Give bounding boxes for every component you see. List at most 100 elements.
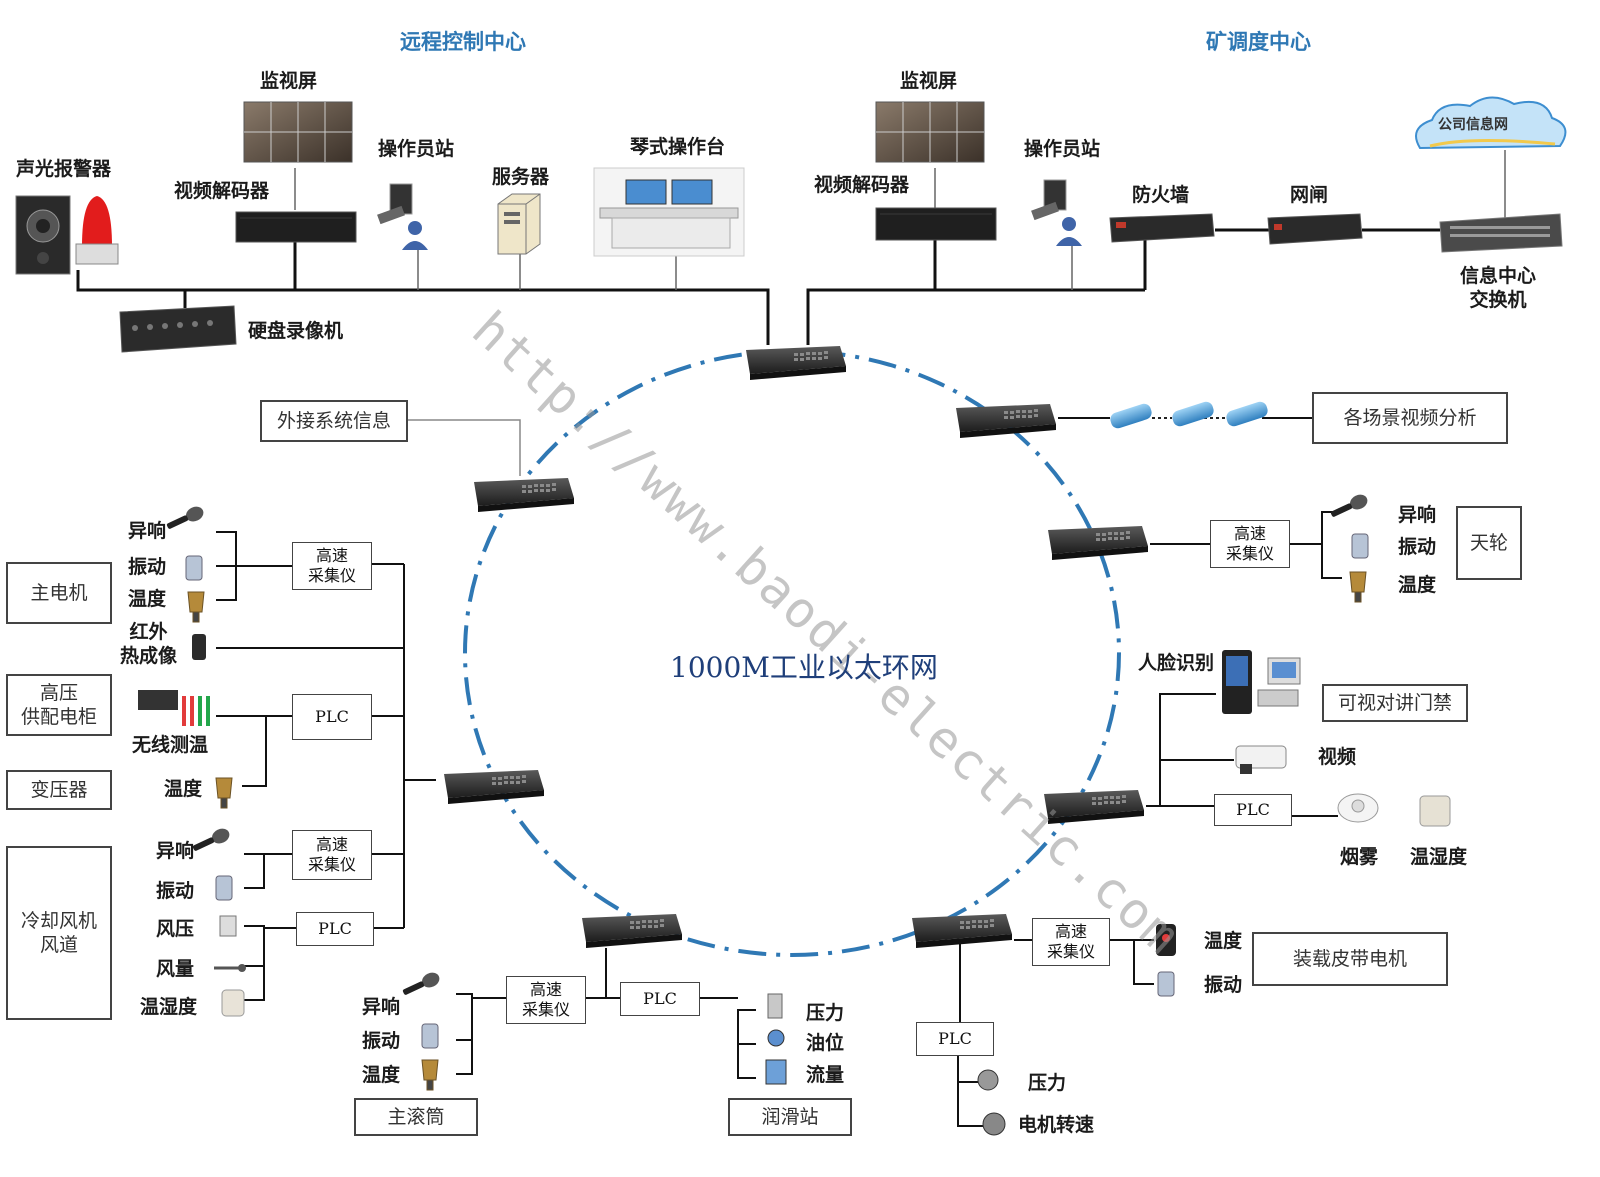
operator-right-icon — [1031, 179, 1082, 246]
pressure-sensor-icon — [767, 993, 783, 1019]
belt-temp: 温度 — [1204, 930, 1243, 952]
sheave-box: 天轮 — [1456, 506, 1522, 580]
external-system-box: 外接系统信息 — [260, 400, 408, 442]
ring-switch-video — [956, 404, 1056, 438]
motor-pressure-icon — [977, 1069, 999, 1091]
temperature-sensor-icon — [187, 571, 1367, 1091]
main-motor-temp: 温度 — [128, 588, 167, 610]
ring-switch-left — [444, 770, 544, 804]
drum-noise: 异响 — [362, 996, 401, 1018]
ring-switch-top — [746, 346, 846, 380]
ring-switch-drum — [582, 914, 682, 948]
motor-speed-icon — [982, 1112, 1006, 1136]
fan-air-pressure: 风压 — [156, 918, 195, 940]
fan-vibration: 振动 — [156, 880, 195, 902]
air-volume-icon — [214, 964, 246, 972]
infrared-label: 红外 热成像 — [120, 621, 178, 667]
ring-title: 1000M工业以太环网 — [670, 651, 938, 684]
lube-flow: 流量 — [806, 1064, 845, 1086]
temp-humidity-right-label: 温湿度 — [1410, 846, 1468, 868]
vibration-sensor-icon — [185, 533, 1369, 1049]
operator-right-label: 操作员站 — [1024, 138, 1101, 160]
hs-collector-main-motor: 高速 采集仪 — [292, 542, 372, 590]
server-label: 服务器 — [492, 166, 550, 188]
sheave-temp: 温度 — [1398, 574, 1437, 596]
info-center-switch-icon — [1439, 213, 1563, 253]
decoder-left-label: 视频解码器 — [174, 180, 270, 202]
alarm-light-icon — [82, 196, 112, 246]
fan-air-volume: 风量 — [156, 958, 195, 980]
video-analysis-box: 各场景视频分析 — [1312, 392, 1508, 444]
monitor-left-label: 监视屏 — [260, 70, 318, 92]
intercom-icon — [1257, 657, 1301, 707]
monitor-right-label: 监视屏 — [900, 70, 958, 92]
ring-switch-belt — [912, 914, 1012, 948]
drum-box: 主滚筒 — [354, 1098, 478, 1136]
motor-pressure: 压力 — [1028, 1072, 1067, 1094]
hs-collector-sheave: 高速 采集仪 — [1210, 520, 1290, 568]
fan-temp-humidity: 温湿度 — [140, 996, 198, 1018]
cloud-icon — [1415, 96, 1567, 150]
decoder-left-icon — [235, 211, 357, 243]
firewall-label: 防火墙 — [1132, 184, 1190, 206]
oil-level-icon — [767, 1029, 785, 1047]
alarm-label: 声光报警器 — [16, 158, 112, 180]
plc-lube: PLC — [620, 982, 700, 1016]
main-motor-vibration: 振动 — [128, 556, 167, 578]
remote-center-header: 远程控制中心 — [400, 30, 526, 54]
camera-icon — [1110, 401, 1268, 429]
lube-pressure: 压力 — [806, 1002, 845, 1024]
face-recognition-label: 人脸识别 — [1138, 652, 1215, 674]
motor-speed: 电机转速 — [1018, 1114, 1095, 1136]
firewall-icon — [1109, 213, 1215, 243]
decoder-right-icon — [875, 207, 997, 241]
mine-center-header: 矿调度中心 — [1206, 30, 1311, 54]
operator-left-icon — [377, 183, 428, 250]
operator-left-label: 操作员站 — [378, 138, 455, 160]
belt-vibration: 振动 — [1204, 974, 1243, 996]
cooling-fan-box: 冷却风机 风道 — [6, 846, 112, 1020]
flow-meter-icon — [765, 1059, 787, 1085]
plc-fan: PLC — [296, 912, 374, 946]
gatekeeper-label: 网闸 — [1290, 184, 1329, 206]
lube-station-box: 润滑站 — [728, 1098, 852, 1136]
humidity-sensor-icon — [221, 989, 245, 1017]
decoder-right-label: 视频解码器 — [814, 174, 910, 196]
nvr-icon — [119, 305, 237, 353]
sheave-vibration: 振动 — [1398, 536, 1437, 558]
smoke-detector-icon — [1337, 793, 1379, 823]
ring-switch-sheave — [1048, 526, 1148, 560]
main-motor-noise: 异响 — [128, 520, 167, 542]
transformer-box: 变压器 — [6, 770, 112, 810]
belt-motor-box: 装载皮带电机 — [1252, 932, 1448, 986]
bullet-camera-icon — [1235, 745, 1287, 774]
cloud-label: 公司信息网 — [1438, 117, 1508, 133]
wireless-temp-icon — [138, 690, 210, 726]
info-switch-label: 信息中心 交换机 — [1460, 265, 1537, 311]
sheave-noise: 异响 — [1398, 504, 1437, 526]
temp-humidity-right-icon — [1419, 795, 1451, 827]
video-label: 视频 — [1318, 746, 1357, 768]
drum-temp: 温度 — [362, 1064, 401, 1086]
plc-motor: PLC — [916, 1022, 994, 1056]
lube-oil-level: 油位 — [806, 1032, 845, 1054]
console-icon — [593, 167, 745, 257]
hs-collector-belt: 高速 采集仪 — [1032, 918, 1110, 966]
ring-switch-external — [474, 478, 574, 512]
smoke-label: 烟雾 — [1340, 846, 1379, 868]
hs-collector-drum: 高速 采集仪 — [506, 976, 586, 1024]
air-pressure-icon — [219, 915, 237, 937]
hs-collector-fan: 高速 采集仪 — [292, 830, 372, 880]
hv-cabinet-box: 高压 供配电柜 — [6, 674, 112, 736]
microphone-icon — [166, 494, 1368, 995]
drum-vibration: 振动 — [362, 1030, 401, 1052]
transformer-temp: 温度 — [164, 778, 203, 800]
console-label: 琴式操作台 — [630, 136, 726, 158]
plc-hv: PLC — [292, 694, 372, 740]
main-motor-box: 主电机 — [6, 562, 112, 624]
nvr-label: 硬盘录像机 — [248, 320, 344, 342]
door-access-box: 可视对讲门禁 — [1322, 684, 1468, 722]
plc-right: PLC — [1214, 794, 1292, 826]
wireless-temp-label: 无线测温 — [132, 734, 209, 756]
